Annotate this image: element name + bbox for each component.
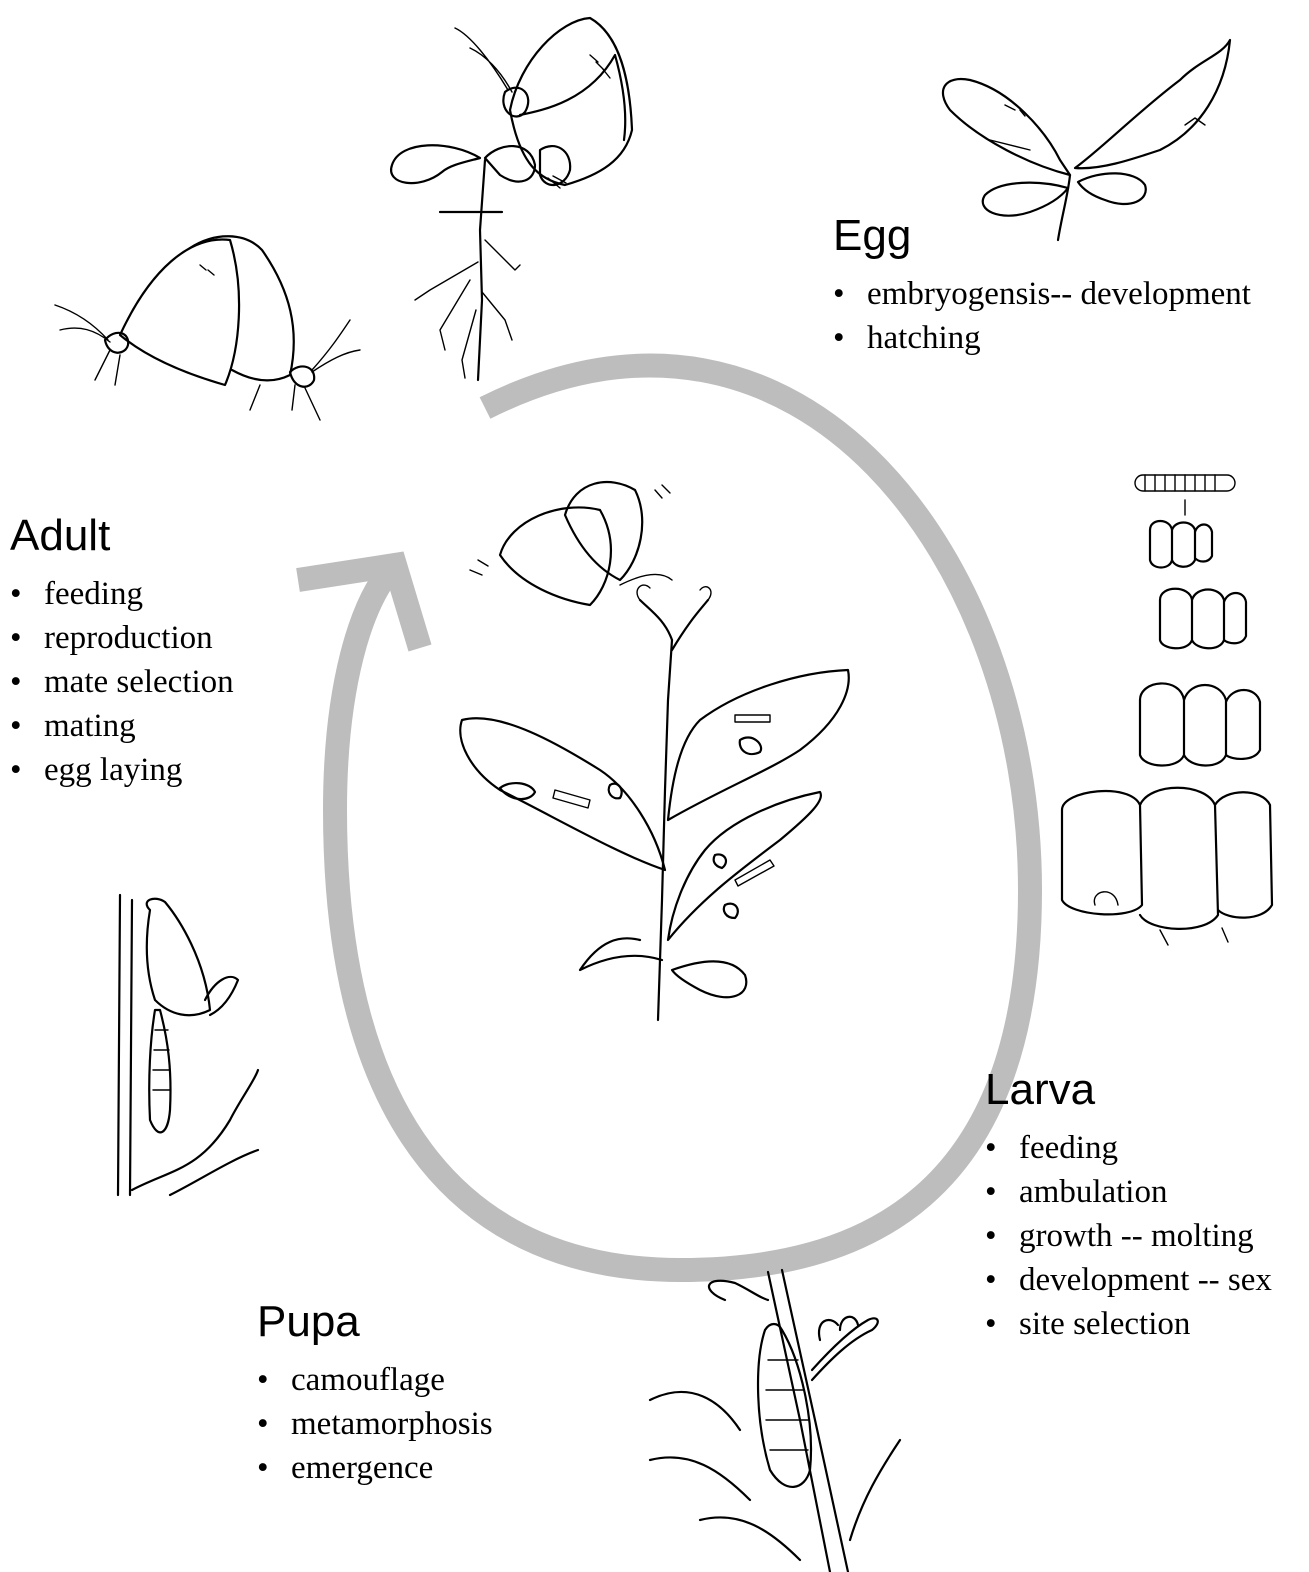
egg-stage: Egg embryogensis-- development hatching (833, 214, 1251, 360)
pupa-title: Pupa (257, 1300, 493, 1344)
hanging-pupa-drawing (118, 895, 258, 1195)
adult-activity: reproduction (10, 616, 234, 660)
larva-activity: site selection (985, 1302, 1272, 1346)
adult-activity: egg laying (10, 748, 234, 792)
adult-activities: feeding reproduction mate selection mati… (10, 572, 234, 792)
pupa-stage: Pupa camouflage metamorphosis emergence (257, 1300, 493, 1490)
adult-title: Adult (10, 514, 234, 558)
larva-stage: Larva feeding ambulation growth -- molti… (985, 1068, 1272, 1346)
adult-activity: mate selection (10, 660, 234, 704)
larva-activities: feeding ambulation growth -- molting dev… (985, 1126, 1272, 1346)
egg-leaves-drawing (943, 40, 1230, 240)
adult-activity: mating (10, 704, 234, 748)
pupa-activities: camouflage metamorphosis emergence (257, 1358, 493, 1490)
egg-activities: embryogensis-- development hatching (833, 272, 1251, 360)
egg-title: Egg (833, 214, 1251, 258)
larva-instars-drawing (1062, 475, 1272, 945)
butterfly-on-seedling-drawing (391, 18, 632, 380)
egg-activity: embryogensis-- development (833, 272, 1251, 316)
larva-activity: feeding (985, 1126, 1272, 1170)
adult-stage: Adult feeding reproduction mate selectio… (10, 514, 234, 792)
pupa-activity: emergence (257, 1446, 493, 1490)
adult-activity: feeding (10, 572, 234, 616)
pupa-on-stem-drawing (650, 1270, 900, 1572)
larva-title: Larva (985, 1068, 1272, 1112)
central-plant-drawing (460, 482, 848, 1020)
larva-activity: growth -- molting (985, 1214, 1272, 1258)
egg-activity: hatching (833, 316, 1251, 360)
mating-butterflies-drawing (55, 236, 360, 420)
larva-activity: ambulation (985, 1170, 1272, 1214)
pupa-activity: metamorphosis (257, 1402, 493, 1446)
larva-activity: development -- sex (985, 1258, 1272, 1302)
pupa-activity: camouflage (257, 1358, 493, 1402)
